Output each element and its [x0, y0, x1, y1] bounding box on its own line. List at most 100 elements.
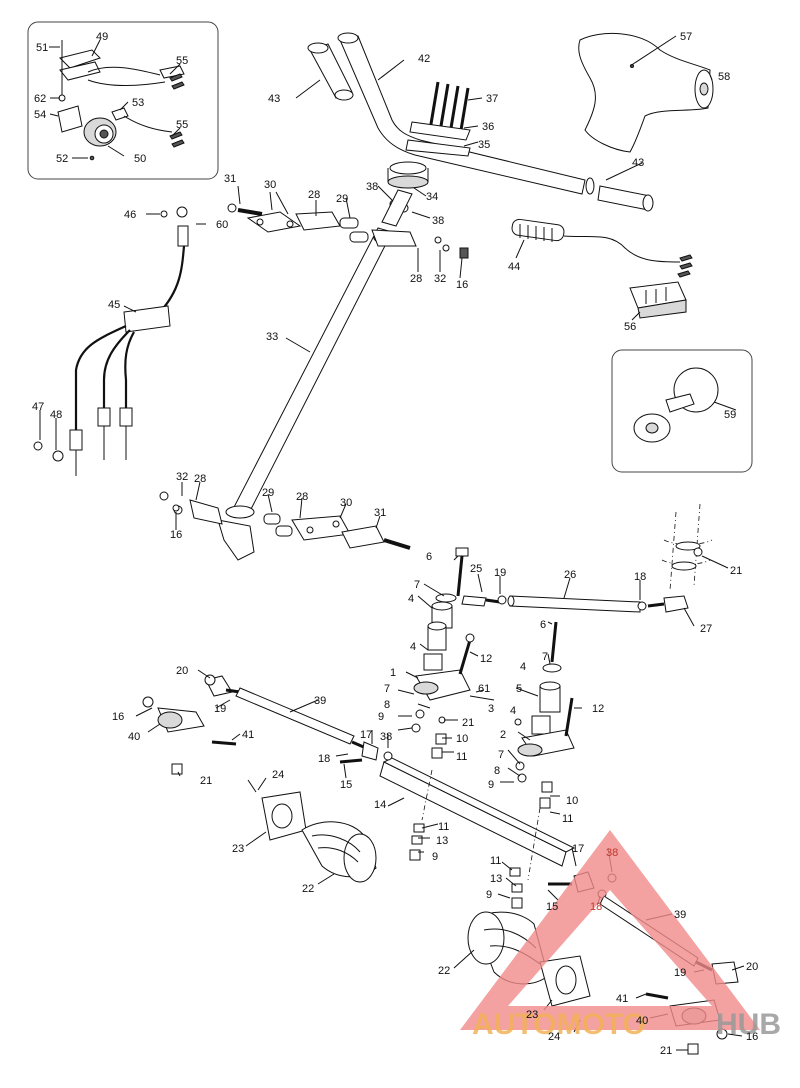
callout-7: 7	[542, 651, 548, 663]
callout-8: 8	[384, 699, 390, 711]
leader-lines	[39, 35, 745, 1051]
callout-28: 28	[410, 273, 422, 285]
callout-3: 3	[488, 703, 494, 715]
callout-49: 49	[96, 31, 108, 43]
callout-18: 18	[318, 753, 330, 765]
callout-59: 59	[724, 409, 736, 421]
spindle-top	[661, 503, 713, 591]
steering-column	[217, 189, 413, 561]
callout-18: 18	[634, 571, 646, 583]
callout-4: 4	[520, 661, 526, 673]
callout-41: 41	[616, 993, 628, 1005]
callout-56: 56	[624, 321, 636, 333]
callout-16: 16	[456, 279, 468, 291]
callout-39: 39	[314, 695, 326, 707]
callout-19: 19	[214, 703, 226, 715]
callout-26: 26	[564, 569, 576, 581]
callout-17: 17	[360, 729, 372, 741]
callout-22: 22	[438, 965, 450, 977]
callout-30: 30	[264, 179, 276, 191]
callout-11: 11	[438, 821, 449, 833]
callout-7: 7	[384, 683, 390, 695]
callout-48: 48	[50, 409, 62, 421]
callout-45: 45	[108, 299, 120, 311]
callout-36: 36	[482, 121, 494, 133]
callout-39: 39	[674, 909, 686, 921]
watermark-triangle	[460, 830, 760, 1030]
callout-7: 7	[498, 749, 504, 761]
callout-53: 53	[132, 97, 144, 109]
callout-4: 4	[410, 641, 416, 653]
tie-rod-left	[142, 674, 393, 775]
pivot-right	[514, 621, 575, 809]
callout-21: 21	[200, 775, 212, 787]
callout-52: 52	[56, 153, 68, 165]
callout-54: 54	[34, 109, 46, 121]
callout-12: 12	[480, 653, 492, 665]
callout-13: 13	[490, 873, 502, 885]
callout-15: 15	[546, 901, 558, 913]
callout-30: 30	[340, 497, 352, 509]
switch-assembly	[57, 40, 185, 161]
callout-11: 11	[456, 751, 467, 763]
callout-9: 9	[488, 779, 494, 791]
callout-19: 19	[494, 567, 506, 579]
ball-joint	[633, 367, 719, 443]
callout-31: 31	[374, 507, 386, 519]
upper-link-chain	[160, 203, 469, 259]
callout-18: 18	[590, 901, 602, 913]
callout-14: 14	[374, 799, 386, 811]
callout-17: 17	[572, 843, 584, 855]
callout-23: 23	[526, 1009, 538, 1021]
callout-29: 29	[262, 487, 274, 499]
callout-19: 19	[674, 967, 686, 979]
callout-8: 8	[494, 765, 500, 777]
callout-24: 24	[272, 769, 284, 781]
callout-2: 2	[500, 729, 506, 741]
handlebar	[307, 32, 654, 212]
callout-21: 21	[462, 717, 474, 729]
clamp-bolts	[387, 81, 471, 213]
callout-57: 57	[680, 31, 692, 43]
callout-4: 4	[408, 593, 414, 605]
callout-16: 16	[112, 711, 124, 723]
callout-37: 37	[486, 93, 498, 105]
callout-9: 9	[432, 851, 438, 863]
callout-28: 28	[296, 491, 308, 503]
callout-10: 10	[566, 795, 578, 807]
callout-1: 1	[390, 667, 396, 679]
callout-34: 34	[426, 191, 438, 203]
pivot-left	[411, 593, 475, 759]
callout-31: 31	[224, 173, 236, 185]
callout-21: 21	[730, 565, 742, 577]
upper-tie-rod	[455, 547, 689, 613]
callout-55: 55	[176, 55, 188, 67]
callout-13: 13	[436, 835, 448, 847]
callout-44: 44	[508, 261, 520, 273]
callout-20: 20	[176, 665, 188, 677]
callout-11: 11	[562, 813, 573, 825]
callout-21: 21	[660, 1045, 672, 1057]
callout-38: 38	[366, 181, 378, 193]
callout-42: 42	[418, 53, 430, 65]
callout-40: 40	[636, 1015, 648, 1027]
callout-9: 9	[486, 889, 492, 901]
callout-28: 28	[194, 473, 206, 485]
callout-4: 4	[510, 705, 516, 717]
callout-32: 32	[176, 471, 188, 483]
callout-24: 24	[548, 1031, 560, 1043]
callout-43: 43	[268, 93, 280, 105]
callout-28: 28	[308, 189, 320, 201]
callout-11: 11	[490, 855, 501, 867]
callout-60: 60	[216, 219, 228, 231]
callout-46: 46	[124, 209, 136, 221]
inset-box-ball-joint	[611, 349, 753, 473]
callout-22: 22	[302, 883, 314, 895]
heated-grip	[511, 218, 693, 319]
lower-link-chain	[159, 491, 411, 550]
callout-16: 16	[746, 1031, 758, 1043]
callout-61: 61	[478, 683, 490, 695]
callout-40: 40	[128, 731, 140, 743]
callout-35: 35	[478, 139, 490, 151]
